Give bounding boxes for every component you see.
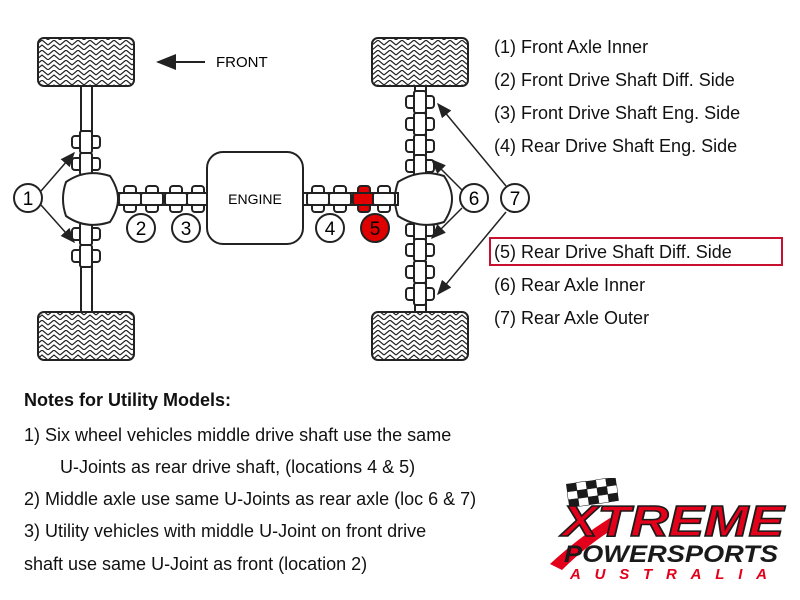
checkered-flag-icon [566, 478, 619, 508]
front-right-wheel [37, 311, 135, 361]
front-driveshaft-ujoints [117, 185, 210, 213]
legend-item-3: (3) Front Drive Shaft Eng. Side [494, 103, 741, 123]
legend-item-2: (2) Front Drive Shaft Diff. Side [494, 70, 735, 90]
rear-differential [394, 172, 454, 226]
svg-text:2: 2 [136, 219, 147, 240]
notes-title: Notes for Utility Models: [24, 390, 232, 410]
callout-6: 6 [459, 183, 489, 213]
logo-powersports: POWERSPORTS [564, 541, 778, 568]
legend-item-7: (7) Rear Axle Outer [494, 308, 650, 328]
logo-australia: AUSTRALIA [569, 566, 776, 583]
legend-item-1: (1) Front Axle Inner [494, 37, 649, 57]
note-line-1: 1) Six wheel vehicles middle drive shaft… [24, 425, 452, 445]
rear-right-wheel [371, 311, 469, 361]
logo-xtreme: XTREME [558, 497, 786, 546]
xtreme-powersports-logo: XTREME POWERSPORTS AUSTRALIA [550, 478, 787, 583]
front-label: FRONT [216, 54, 268, 71]
callout-4: 4 [315, 213, 345, 243]
logo-swoosh [550, 518, 618, 570]
front-lower-ujoint [71, 222, 101, 268]
rear-lower-ujoints [405, 218, 435, 306]
engine-label: ENGINE [228, 191, 282, 207]
drivetrain-diagram: ENGINE FRONT 1 2 3 4 5 6 [13, 37, 530, 361]
callout-2: 2 [126, 213, 156, 243]
note-line-2: U-Joints as rear drive shaft, (locations… [60, 457, 416, 477]
legend-item-6: (6) Rear Axle Inner [494, 275, 646, 295]
callout-3: 3 [171, 213, 201, 243]
legend-highlight-box [489, 237, 783, 266]
svg-text:5: 5 [370, 219, 381, 240]
svg-text:1: 1 [23, 189, 34, 210]
front-left-wheel [37, 37, 135, 87]
front-upper-ujoint [71, 130, 101, 176]
svg-text:7: 7 [510, 189, 521, 210]
callout-5: 5 [360, 213, 390, 243]
front-axle-lower [80, 261, 93, 313]
svg-text:3: 3 [181, 219, 192, 240]
note-line-3: 2) Middle axle use same U-Joints as rear… [24, 489, 477, 509]
svg-text:6: 6 [469, 189, 480, 210]
rear-upper-ujoints [405, 90, 435, 178]
legend-item-4: (4) Rear Drive Shaft Eng. Side [494, 136, 738, 156]
svg-text:4: 4 [325, 219, 336, 240]
highlighted-ujoint-5 [352, 185, 396, 213]
front-axle-upper [80, 85, 93, 137]
front-differential [62, 172, 120, 226]
legend-item-5: (5) Rear Drive Shaft Diff. Side [494, 242, 732, 262]
callout-1: 1 [13, 183, 43, 213]
note-line-4: 3) Utility vehicles with middle U-Joint … [24, 521, 427, 541]
callout-7: 7 [500, 183, 530, 213]
rear-left-wheel [371, 37, 469, 87]
note-line-5: shaft use same U-Joint as front (locatio… [24, 554, 368, 574]
